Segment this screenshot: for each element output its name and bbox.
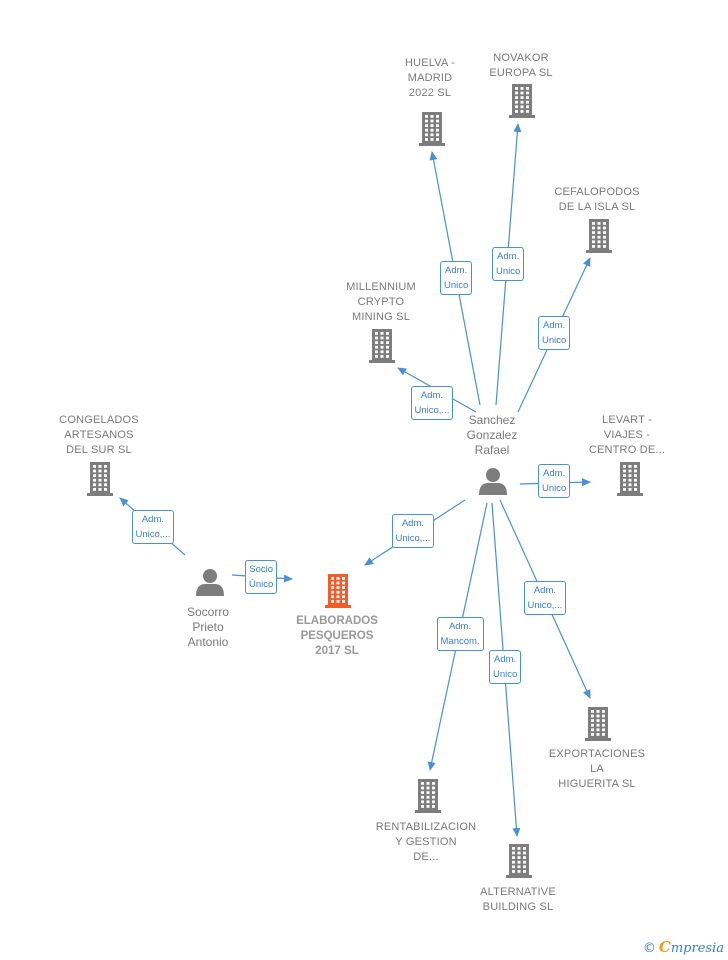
edge-label-sanchez-to-rentabilizacion[interactable]: Adm. Mancom. [436,617,484,651]
building-icon-exportaciones[interactable] [585,707,611,741]
building-icon-elaborados[interactable] [325,574,351,608]
building-icon-novakor[interactable] [509,84,535,118]
empresia-brand[interactable]: ©Cmpresia [643,938,724,956]
building-icon-huelva[interactable] [419,112,445,146]
copyright-icon: © [642,941,656,956]
building-icon-levart[interactable] [617,462,643,496]
edge-label-socorro-to-congelados[interactable]: Adm. Unico,... [131,510,175,544]
edge-label-socorro-to-elaborados[interactable]: Socio Único [245,560,278,594]
node-label-sanchez[interactable]: Sanchez Gonzalez Rafael [466,413,518,457]
person-icon-sanchez[interactable] [479,468,507,495]
building-icon-alternative[interactable] [506,844,532,878]
edge-label-sanchez-to-alternative[interactable]: Adm. Unico [489,650,522,684]
node-label-levart[interactable]: LEVART - VIAJES - CENTRO DE... [588,414,666,456]
brand-initial: C [658,938,671,956]
edge-label-sanchez-to-huelva[interactable]: Adm. Unico [440,261,473,295]
edges-layer [119,123,591,837]
node-label-cefalopodos[interactable]: CEFALOPODOS DE LA ISLA SL [554,186,640,213]
node-label-congelados[interactable]: CONGELADOS ARTESANOS DEL SUR SL [59,414,139,456]
building-icon-cefalopodos[interactable] [586,219,612,253]
edge-label-sanchez-to-cefalopodos[interactable]: Adm. Unico [538,316,571,350]
building-icon-millennium[interactable] [369,329,395,363]
building-icon-rentabilizacion[interactable] [415,779,441,813]
node-label-elaborados[interactable]: ELABORADOS PESQUEROS 2017 SL [296,615,378,657]
edge-label-sanchez-to-novakor[interactable]: Adm. Unico [492,247,525,281]
node-label-novakor[interactable]: NOVAKOR EUROPA SL [489,52,553,79]
node-label-huelva[interactable]: HUELVA - MADRID 2022 SL [404,57,456,99]
edge-label-sanchez-to-exportaciones[interactable]: Adm. Unico,... [523,581,567,615]
node-label-millennium[interactable]: MILLENNIUM CRYPTO MINING SL [346,281,416,323]
node-label-alternative[interactable]: ALTERNATIVE BUILDING SL [480,886,556,913]
edge-label-sanchez-to-elaborados[interactable]: Adm. Unico,... [391,514,435,548]
building-icon-congelados[interactable] [87,462,113,496]
edge-label-sanchez-to-millennium[interactable]: Adm. Unico,... [410,386,454,420]
brand-name: mpresia [670,941,724,956]
edge-label-sanchez-to-levart[interactable]: Adm. Unico [538,464,571,498]
node-label-exportaciones[interactable]: EXPORTACIONES LA HIGUERITA SL [548,748,646,790]
icons-layer [87,84,643,878]
node-label-socorro[interactable]: Socorro Prieto Antonio [186,605,230,649]
person-icon-socorro[interactable] [196,569,224,596]
node-label-rentabilizacion[interactable]: RENTABILIZACION Y GESTION DE... [375,821,477,863]
